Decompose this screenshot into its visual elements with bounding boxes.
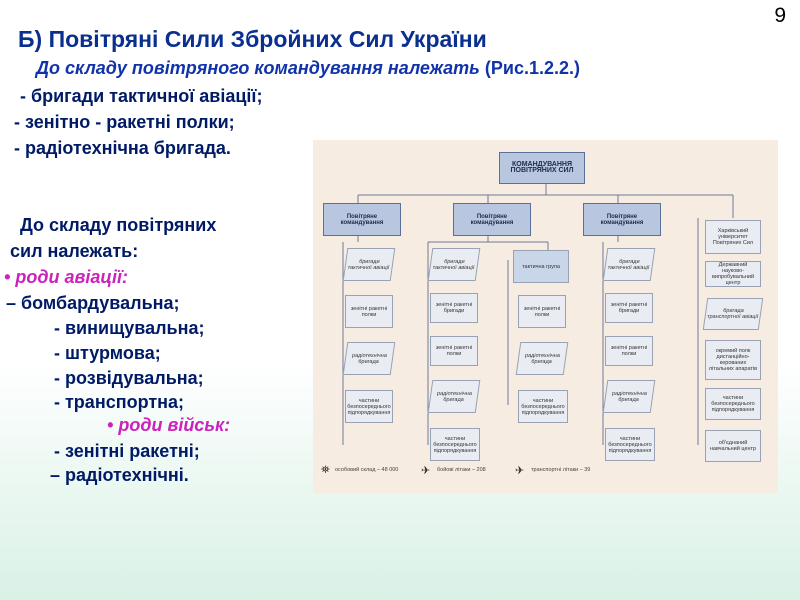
slide-number: 9 [774,4,786,27]
legend-personnel: особовий склад – 48 000 [335,467,399,473]
unit-node: радіотехнічна бригада [427,380,481,413]
aviation-item: - винищувальна; [54,318,205,338]
unit-node: частини безпосереднього підпорядкування [345,390,393,423]
unit-node: об'єднаний навчальний центр [705,430,761,462]
aviation-item: - транспортна; [54,392,185,412]
command-item: - зенітно - ракетні полки; [14,112,235,132]
unit-node: бригади тактичної авіації [602,248,656,281]
aviation-item: - штурмова; [54,343,161,363]
unit-node: бригада транспортної авіації [702,298,764,330]
combat-plane-icon: ✈ [421,465,431,477]
command-node: Повітряне командування [323,203,401,236]
aviation-heading: • роди авіації: [4,267,128,288]
unit-node: тактична група [513,250,569,283]
unit-node: зенітні ракетні бригади [430,293,478,323]
personnel-icon: ⛯ [321,464,330,476]
unit-node: частини безпосереднього підпорядкування [605,428,655,461]
chart-top-node: КОМАНДУВАННЯ ПОВІТРЯНИХ СИЛ [499,152,585,184]
troops-heading: • роди військ: [107,415,230,436]
legend-combat-planes: бойові літаки – 208 [437,467,486,473]
unit-node: бригади тактичної авіації [427,248,481,281]
troops-item: – радіотехнічні. [50,465,189,485]
unit-node: зенітні ракетні полки [345,295,393,328]
unit-node: частини безпосереднього підпорядкування [518,390,568,423]
aviation-heading-text: роди авіації: [15,267,128,287]
unit-node: бригади тактичної авіації [342,248,396,281]
unit-node: Державний науково-випробувальний центр [705,261,761,287]
unit-node: радіотехнічна бригада [342,342,396,375]
unit-node: зенітні ракетні бригади [605,293,653,323]
bullet-icon: • [107,415,114,435]
unit-node: зенітні ракетні полки [430,336,478,366]
command-item: - радіотехнічна бригада. [14,138,231,158]
unit-node: частини безпосереднього підпорядкування [430,428,480,461]
command-node: Повітряне командування [583,203,661,236]
unit-node: радіотехнічна бригада [602,380,656,413]
unit-node: зенітні ракетні полки [605,336,653,366]
transport-plane-icon: ✈ [515,465,525,477]
troops-heading-text: роди військ: [118,415,231,435]
bullet-icon: • [4,267,11,287]
subtitle: До складу повітряного командування належ… [36,58,580,79]
unit-node: частини безпосереднього підпорядкування [705,388,761,420]
unit-node: зенітні ракетні полки [518,295,566,328]
command-node: Повітряне командування [453,203,531,236]
unit-node: окремий полк дистанційно-керованих літал… [705,340,761,380]
slide-title: Б) Повітряні Сили Збройних Сил України [18,26,487,52]
air-force-heading: До складу повітряних [20,215,217,235]
aviation-item: - розвідувальна; [54,368,204,388]
aviation-item: – бомбардувальна; [6,293,180,313]
troops-item: - зенітні ракетні; [54,441,200,461]
subtitle-text: До складу повітряного командування належ… [36,58,480,78]
command-item: - бригади тактичної авіації; [20,86,263,106]
air-force-heading: сил належать: [10,241,139,261]
legend-transport-planes: транспортні літаки – 39 [531,467,591,473]
unit-node: радіотехнічна бригада [515,342,569,375]
org-chart: КОМАНДУВАННЯ ПОВІТРЯНИХ СИЛ Повітряне ко… [313,140,778,493]
subtitle-ref: (Рис.1.2.2.) [484,58,580,78]
unit-node: Харківський університет Повітряних Сил [705,220,761,254]
